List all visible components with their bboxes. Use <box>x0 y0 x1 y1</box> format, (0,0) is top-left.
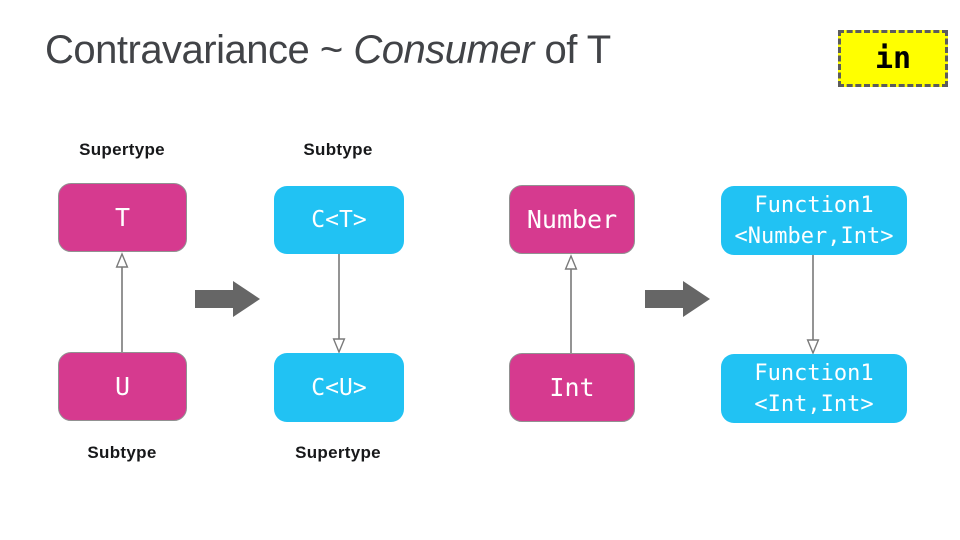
box-Function1-Int-Int-line1: Function1 <box>754 360 874 386</box>
page-title: Contravariance ~ Consumer of T <box>45 28 611 73</box>
label-subtype-col2: Subtype <box>303 140 373 159</box>
box-CT: C<T> <box>274 186 404 254</box>
title-prefix: Contravariance ~ <box>45 28 354 72</box>
box-Int-label: Int <box>549 373 595 402</box>
box-T: T <box>58 183 187 252</box>
box-Function1-Number-Int: Function1 <Number,Int> <box>721 186 907 255</box>
box-Number-label: Number <box>526 205 618 234</box>
label-subtype-col1: Subtype <box>87 443 157 462</box>
box-T-label: T <box>114 203 131 232</box>
box-Function1-Number-Int-line1: Function1 <box>754 192 874 218</box>
subtype-relation-arrow-icon <box>806 255 820 355</box>
subtype-relation-arrow-icon <box>332 254 346 354</box>
box-Function1-Int-Int-line2: <Int,Int> <box>754 391 874 417</box>
implies-arrow-icon <box>195 281 260 317</box>
box-Int: Int <box>509 353 635 422</box>
box-Function1-Int-Int: Function1 <Int,Int> <box>721 354 907 423</box>
box-CT-label: C<T> <box>311 207 367 233</box>
label-supertype-col2: Supertype <box>295 443 381 462</box>
title-suffix: of T <box>533 28 611 72</box>
label-supertype-col1: Supertype <box>79 140 165 159</box>
box-Number: Number <box>509 185 635 254</box>
box-Function1-Number-Int-line2: <Number,Int> <box>734 223 894 249</box>
subtype-relation-arrow-icon <box>564 254 578 354</box>
box-CU: C<U> <box>274 353 404 422</box>
title-emphasis: Consumer <box>353 28 534 72</box>
box-U-label: U <box>114 372 131 401</box>
subtype-relation-arrow-icon <box>115 252 129 352</box>
implies-arrow-icon <box>645 281 710 317</box>
keyword-badge: in <box>838 30 948 87</box>
box-CU-label: C<U> <box>311 374 367 401</box>
keyword-badge-label: in <box>874 41 912 76</box>
box-U: U <box>58 352 187 421</box>
